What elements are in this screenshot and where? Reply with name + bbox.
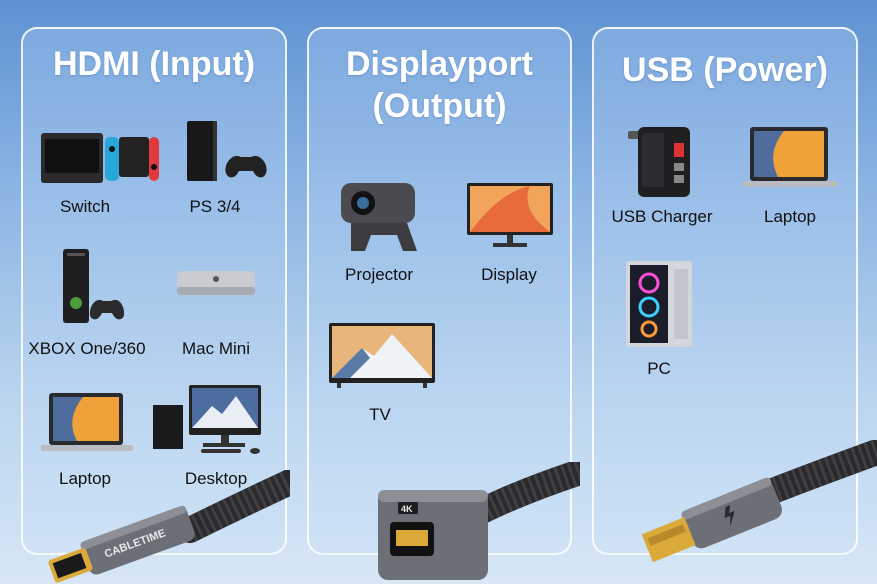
usb-charger-icon [628, 127, 690, 197]
laptop-icon [742, 127, 838, 187]
game-console-icon [41, 133, 159, 183]
device-label-laptop: Laptop [59, 469, 111, 488]
mac-mini-icon [177, 271, 255, 295]
hdmi-input-title: HDMI (Input) [52, 45, 256, 83]
hdmi-male-connector: CABLETIME [48, 470, 290, 583]
monitor-icon [467, 183, 553, 247]
pc-tower-icon [626, 261, 692, 347]
tv-icon [329, 323, 435, 388]
displayport-output-title-line1: Displayport [345, 45, 534, 83]
playstation-icon [187, 121, 267, 181]
desktop-icon [153, 385, 261, 454]
device-label-switch: Switch [59, 197, 111, 216]
device-label-mac-mini: Mac Mini [181, 339, 250, 358]
laptop-icon [41, 393, 133, 451]
xbox-icon [63, 249, 125, 323]
displayport-output-title-line2: (Output) [372, 87, 507, 125]
device-label-xbox: XBOX One/360 [28, 339, 146, 358]
device-label-display: Display [481, 265, 537, 284]
device-label-usb-charger: USB Charger [611, 207, 713, 226]
hdmi-input-panel: HDMI (Input) Switch PS 3/4 XBOX One/360 … [21, 27, 287, 555]
device-label-desktop: Desktop [184, 469, 248, 488]
device-label-ps: PS 3/4 [189, 197, 241, 216]
usb-a-connector [641, 440, 877, 563]
projector-icon [341, 183, 417, 251]
device-label-tv: TV [369, 405, 391, 424]
resolution-badge: 4K [401, 504, 413, 514]
usb-power-title: USB (Power) [622, 51, 828, 89]
displayport-output-panel: Displayport (Output) Projector Display T… [307, 27, 572, 555]
device-label-projector: Projector [344, 265, 414, 284]
device-label-laptop-power: Laptop [764, 207, 816, 226]
displayport-female-connector: 4K [378, 462, 580, 580]
device-label-pc: PC [647, 359, 671, 378]
